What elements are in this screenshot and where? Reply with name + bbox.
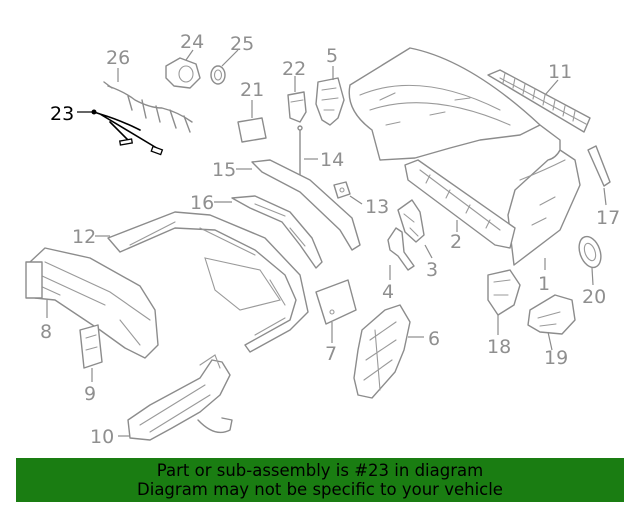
- callout-15[interactable]: 15: [212, 159, 236, 181]
- banner-line-1: Part or sub-assembly is #23 in diagram: [156, 461, 484, 480]
- callout-4[interactable]: 4: [382, 281, 394, 303]
- callout-1[interactable]: 1: [538, 273, 550, 295]
- callout-7[interactable]: 7: [325, 343, 337, 365]
- part-24-sensor[interactable]: [165, 57, 201, 89]
- part-22-bracket[interactable]: [287, 91, 307, 123]
- callout-18[interactable]: 18: [487, 336, 511, 358]
- part-7-cover-plate[interactable]: [315, 279, 357, 325]
- part-25-ring[interactable]: [210, 65, 226, 85]
- part-15-trim-strip[interactable]: [251, 159, 361, 251]
- callout-10[interactable]: 10: [90, 426, 114, 448]
- callout-16[interactable]: 16: [190, 192, 214, 214]
- part-13-clip[interactable]: [333, 181, 351, 199]
- callout-8[interactable]: 8: [40, 321, 52, 343]
- callout-21[interactable]: 21: [240, 79, 264, 101]
- leader-lines: [46, 49, 607, 437]
- callout-17[interactable]: 17: [596, 207, 620, 229]
- banner-line-2: Diagram may not be specific to your vehi…: [137, 480, 503, 499]
- part-19-sensor-bracket[interactable]: [527, 294, 576, 335]
- callout-23-highlighted[interactable]: 23: [50, 103, 74, 125]
- callout-26[interactable]: 26: [106, 47, 130, 69]
- callout-25[interactable]: 25: [230, 33, 254, 55]
- callout-2[interactable]: 2: [450, 231, 462, 253]
- callout-3[interactable]: 3: [426, 259, 438, 281]
- callout-22[interactable]: 22: [282, 58, 306, 80]
- part-5-bracket[interactable]: [315, 77, 345, 126]
- part-16-trim-strip[interactable]: [231, 195, 323, 269]
- callout-20[interactable]: 20: [582, 286, 606, 308]
- part-6-bracket[interactable]: [353, 304, 411, 399]
- part-17-strip[interactable]: [587, 145, 611, 187]
- info-banner: Part or sub-assembly is #23 in diagram D…: [16, 458, 624, 502]
- part-18-bracket[interactable]: [487, 269, 521, 316]
- part-11-scuff-strip[interactable]: [487, 69, 591, 133]
- part-2-bracket[interactable]: [404, 159, 516, 249]
- part-26-harness[interactable]: [103, 81, 193, 133]
- callout-24[interactable]: 24: [180, 31, 204, 53]
- part-1-bumper-cover[interactable]: [348, 47, 581, 266]
- callout-labels: 1 2 3 4 5 6 7 8 9 10 11 12 13 14 15 16 1…: [40, 31, 620, 448]
- part-8-impact-beam[interactable]: [25, 247, 159, 359]
- callout-6[interactable]: 6: [428, 328, 440, 350]
- part-23-harness-highlighted[interactable]: [91, 109, 164, 156]
- callout-5[interactable]: 5: [326, 45, 338, 67]
- exploded-parts-diagram: 1 2 3 4 5 6 7 8 9 10 11 12 13 14 15 16 1…: [25, 31, 620, 448]
- part-3-bracket[interactable]: [397, 199, 425, 243]
- part-21-cover[interactable]: [237, 117, 267, 143]
- callout-11[interactable]: 11: [548, 61, 572, 83]
- callout-12[interactable]: 12: [72, 226, 96, 248]
- part-9-bracket-plate[interactable]: [79, 324, 103, 369]
- part-12-lower-cover[interactable]: [107, 211, 309, 353]
- part-20-ring[interactable]: [575, 234, 605, 271]
- part-4-bracket[interactable]: [387, 227, 415, 271]
- callout-19[interactable]: 19: [544, 347, 568, 369]
- callout-14[interactable]: 14: [320, 149, 344, 171]
- part-10-tow-hitch[interactable]: [127, 354, 233, 441]
- callout-9[interactable]: 9: [84, 383, 96, 405]
- callout-13[interactable]: 13: [365, 196, 389, 218]
